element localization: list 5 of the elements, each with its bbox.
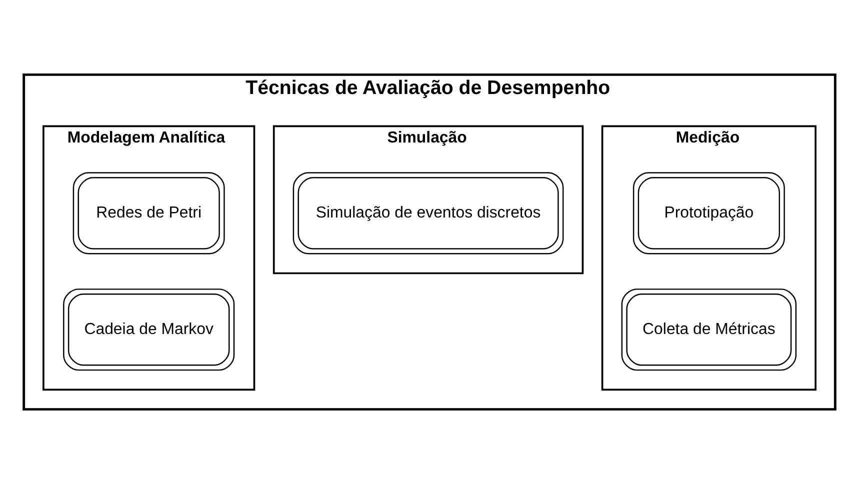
node-box: Coleta de Métricas — [621, 288, 797, 371]
node-box: Simulação de eventos discretos — [292, 172, 564, 254]
node-box: Prototipação — [632, 172, 785, 254]
node-box: Redes de Petri — [72, 172, 225, 254]
node-box: Cadeia de Markov — [63, 288, 235, 371]
